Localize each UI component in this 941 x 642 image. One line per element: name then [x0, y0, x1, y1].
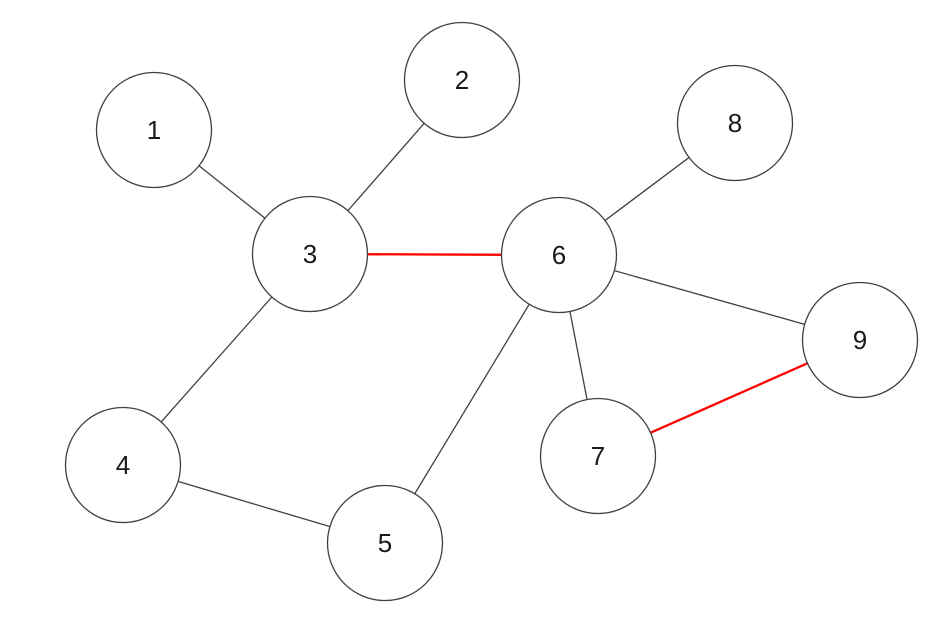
- node-9[interactable]: 9: [801, 281, 919, 399]
- node-2-label: 2: [455, 65, 469, 95]
- node-8-label: 8: [728, 108, 742, 138]
- node-7-label: 7: [591, 441, 605, 471]
- node-9-circle[interactable]: [801, 281, 919, 399]
- node-1-circle[interactable]: [95, 71, 213, 189]
- node-8[interactable]: 8: [676, 64, 794, 182]
- node-7-circle[interactable]: [539, 397, 657, 515]
- node-6-label: 6: [552, 240, 566, 270]
- node-3-circle[interactable]: [251, 195, 369, 313]
- node-5-label: 5: [378, 528, 392, 558]
- node-2[interactable]: 2: [403, 21, 521, 139]
- node-4-label: 4: [116, 450, 130, 480]
- node-3[interactable]: 3: [251, 195, 369, 313]
- node-3-label: 3: [303, 239, 317, 269]
- node-4[interactable]: 4: [64, 406, 182, 524]
- node-1-label: 1: [147, 115, 161, 145]
- node-6-circle[interactable]: [500, 196, 618, 314]
- node-1[interactable]: 1: [95, 71, 213, 189]
- node-7[interactable]: 7: [539, 397, 657, 515]
- node-6[interactable]: 6: [500, 196, 618, 314]
- node-5[interactable]: 5: [326, 484, 444, 602]
- node-2-circle[interactable]: [403, 21, 521, 139]
- node-5-circle[interactable]: [326, 484, 444, 602]
- node-8-circle[interactable]: [676, 64, 794, 182]
- node-4-circle[interactable]: [64, 406, 182, 524]
- node-9-label: 9: [853, 325, 867, 355]
